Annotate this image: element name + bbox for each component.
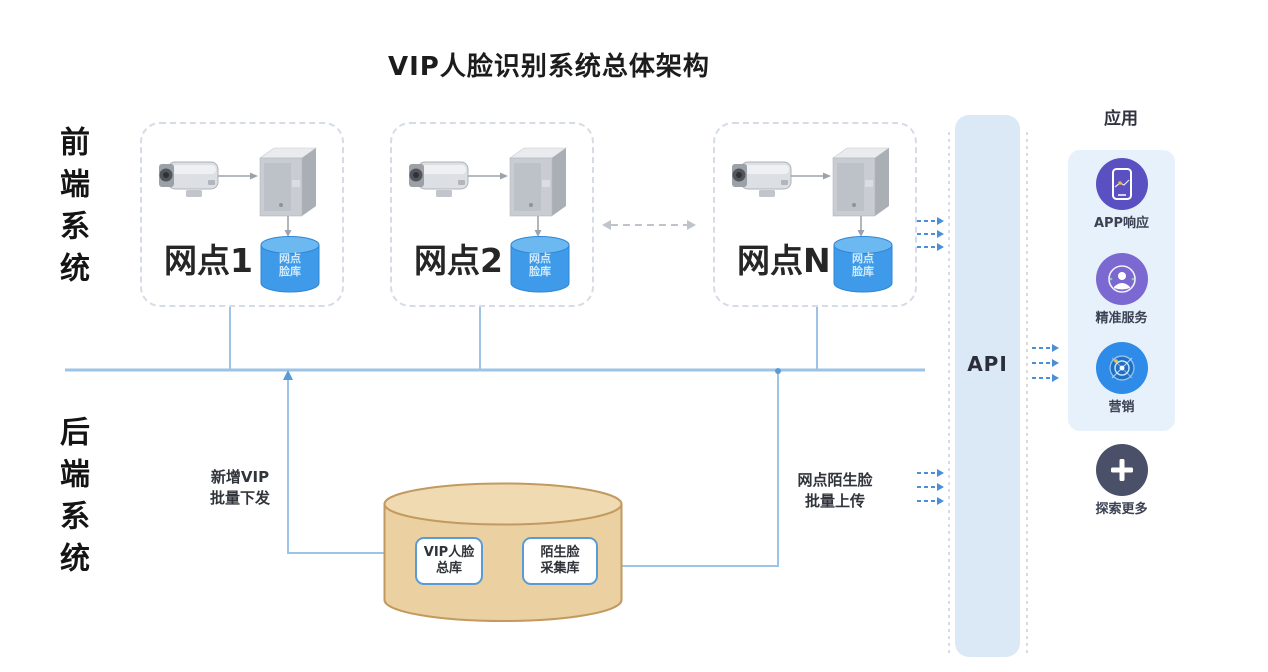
node-name: 网点2 [414, 241, 503, 280]
stranger-face-collection-db: 陌生脸 采集库 [522, 537, 598, 585]
apps-panel: APP响应 精准服务 [1068, 150, 1175, 431]
api-label: API [967, 352, 1008, 376]
vip-down-flow-line [287, 379, 413, 554]
database-icon [833, 236, 893, 293]
ellipsis-arrowhead-right [687, 220, 696, 230]
node-face-db-cylinder: 网点 脸库 [833, 236, 893, 294]
frontend-to-api-arrows [917, 217, 944, 251]
database-icon [510, 236, 570, 293]
camera-to-server-arrow [468, 172, 508, 180]
camera-to-server-arrow [791, 172, 831, 180]
vip-flow-arrowhead-up [283, 370, 293, 380]
ellipsis-arrowhead-left [602, 220, 611, 230]
camera-icon [732, 161, 792, 197]
node-face-db-cylinder: 网点 脸库 [510, 236, 570, 294]
app-item-app-response: APP响应 [1068, 158, 1175, 231]
server-to-db-arrow [857, 216, 865, 237]
person-icon [1107, 265, 1136, 293]
api-bar [955, 115, 1020, 657]
branch-node-1: 网点 脸库 网点1 [140, 122, 344, 307]
server-to-db-arrow [284, 216, 292, 237]
branch-node-2: 网点 脸库 网点2 [390, 122, 594, 307]
camera-icon [409, 161, 469, 197]
radar-icon [1108, 355, 1135, 381]
phone-icon [1111, 168, 1132, 200]
node-db-label: 网点 脸库 [279, 252, 301, 278]
node-name: 网点N [737, 241, 831, 280]
app-response-circle [1095, 158, 1148, 210]
api-to-apps-arrows [1032, 344, 1059, 382]
branch-node-N: 网点 脸库 网点N [713, 122, 917, 307]
explore-more-item: 探索更多 [1068, 444, 1175, 517]
node-face-db-cylinder: 网点 脸库 [260, 236, 320, 294]
backend-storage-cylinder [383, 482, 623, 622]
database-icon [260, 236, 320, 293]
node-db-label: 网点 脸库 [529, 252, 551, 278]
node-name: 网点1 [164, 241, 253, 280]
back-system-label: 后端系统 [54, 416, 89, 584]
server-to-db-arrow [534, 216, 542, 237]
camera-to-server-arrow [218, 172, 258, 180]
app-item-precision-service: 精准服务 [1068, 253, 1175, 326]
stranger-upload-flow-line [612, 372, 779, 567]
backend-to-api-arrows [917, 469, 944, 505]
marketing-circle [1095, 342, 1148, 394]
server-icon [509, 147, 567, 217]
explore-more-circle [1095, 444, 1148, 496]
flow-junction-dot [775, 368, 781, 374]
app-item-marketing: 营销 [1068, 342, 1175, 415]
server-icon [259, 147, 317, 217]
plus-icon [1110, 459, 1133, 481]
stranger-batch-upload-label: 网点陌生脸 批量上传 [797, 471, 873, 510]
app-label: 精准服务 [1095, 311, 1148, 326]
front-system-label: 前端系统 [54, 126, 89, 294]
node-db-label: 网点 脸库 [852, 252, 874, 278]
apps-header: 应用 [1104, 109, 1138, 129]
app-label: 营销 [1108, 400, 1135, 415]
vip-face-master-db: VIP人脸 总库 [415, 537, 483, 585]
precision-service-circle [1095, 253, 1148, 305]
server-icon [832, 147, 890, 217]
explore-more-label: 探索更多 [1095, 502, 1148, 517]
camera-icon [159, 161, 219, 197]
app-label: APP响应 [1093, 216, 1150, 231]
page-title: VIP人脸识别系统总体架构 [388, 52, 710, 82]
vip-batch-dispatch-label: 新增VIP 批量下发 [209, 468, 270, 507]
